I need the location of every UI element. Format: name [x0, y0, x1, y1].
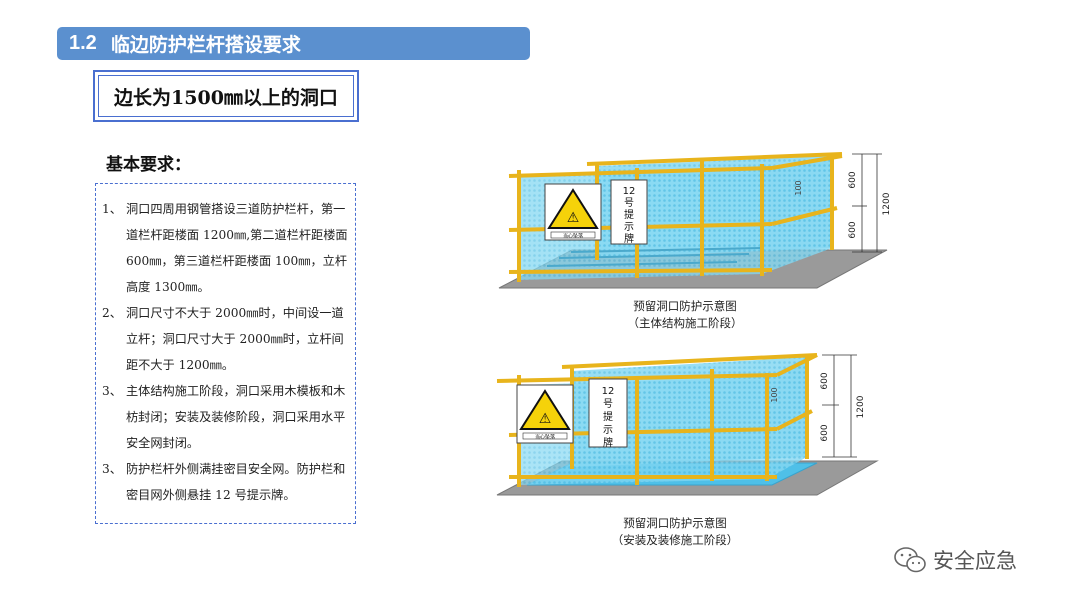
dim-small: 100: [794, 180, 803, 195]
dim-lower: 600: [848, 221, 858, 238]
dimension-lines: [852, 153, 882, 253]
figure2-caption: 预留洞口防护示意图 （安装及装修施工阶段）: [575, 515, 775, 549]
requirement-number: 2、: [102, 306, 122, 320]
requirements-box: 1、 洞口四周用钢管搭设三道防护栏杆，第一道栏杆距楼面 1200㎜,第二道栏杆距…: [95, 183, 356, 524]
requirement-number: 3、: [102, 384, 122, 398]
notice-board-12: [588, 378, 628, 448]
watermark-text: 安全应急: [933, 549, 1017, 573]
requirement-item: 1、 洞口四周用钢管搭设三道防护栏杆，第一道栏杆距楼面 1200㎜,第二道栏杆距…: [102, 196, 349, 300]
subtitle-box: 边长为1500㎜以上的洞口: [93, 70, 359, 122]
dimension-lines: [822, 354, 857, 458]
safety-net-side: [762, 156, 832, 274]
warning-sign-figure: ⚠: [539, 411, 552, 427]
requirement-number: 1、: [102, 202, 122, 216]
warning-label: 当心坠落: [535, 434, 555, 441]
dim-lower: 600: [820, 424, 830, 441]
dim-total: 1200: [882, 192, 892, 215]
requirement-item: 3、 防护栏杆外侧满挂密目安全网。防护栏和密目网外侧悬挂 12 号提示牌。: [102, 456, 349, 508]
subtitle-text: 边长为1500㎜以上的洞口: [98, 75, 354, 117]
figure2-caption-line2: （安装及装修施工阶段）: [611, 533, 739, 547]
warning-triangle-icon: [547, 188, 599, 229]
section-title: 临边防护栏杆搭设要求: [110, 34, 301, 56]
safety-net-side: [767, 357, 807, 479]
watermark: 安全应急: [893, 545, 1017, 575]
requirement-text: 洞口四周用钢管搭设三道防护栏杆，第一道栏杆距楼面 1200㎜,第二道栏杆距楼面 …: [126, 202, 348, 294]
requirement-text: 主体结构施工阶段，洞口采用木模板和木枋封闭；安装及装修阶段，洞口采用水平安全网封…: [126, 384, 346, 450]
section-number: 1.2: [69, 32, 97, 54]
requirement-number: 3、: [102, 462, 122, 476]
dim-small: 100: [770, 387, 779, 402]
requirements-heading: 基本要求：: [106, 155, 191, 175]
requirement-text: 防护栏杆外侧满挂密目安全网。防护栏和密目网外侧悬挂 12 号提示牌。: [126, 462, 346, 502]
dim-upper: 600: [848, 171, 858, 188]
cover-planks: [546, 247, 762, 267]
warning-sign-figure: ⚠: [567, 210, 580, 226]
warning-label: 当心坠落: [563, 233, 583, 240]
requirement-item: 2、 洞口尺寸不大于 2000㎜时，中间设一道立杆；洞口尺寸大于 2000㎜时，…: [102, 300, 349, 378]
figure1-caption-line2: （主体结构施工阶段）: [627, 316, 743, 330]
figure1-caption-line1: 预留洞口防护示意图: [633, 299, 737, 313]
notice-board-12: [610, 179, 648, 245]
wechat-icon: [894, 547, 926, 573]
figure2-caption-line1: 预留洞口防护示意图: [623, 516, 727, 530]
figure1-caption: 预留洞口防护示意图 （主体结构施工阶段）: [585, 298, 785, 332]
requirement-text: 洞口尺寸不大于 2000㎜时，中间设一道立杆；洞口尺寸大于 2000㎜时，立杆间…: [126, 306, 344, 372]
warning-triangle-icon: [519, 389, 571, 430]
section-title-bar: 1.2 临边防护栏杆搭设要求: [57, 27, 530, 60]
requirement-item: 3、 主体结构施工阶段，洞口采用木模板和木枋封闭；安装及装修阶段，洞口采用水平安…: [102, 378, 349, 456]
dim-upper: 600: [820, 372, 830, 389]
dim-total: 1200: [856, 395, 866, 418]
